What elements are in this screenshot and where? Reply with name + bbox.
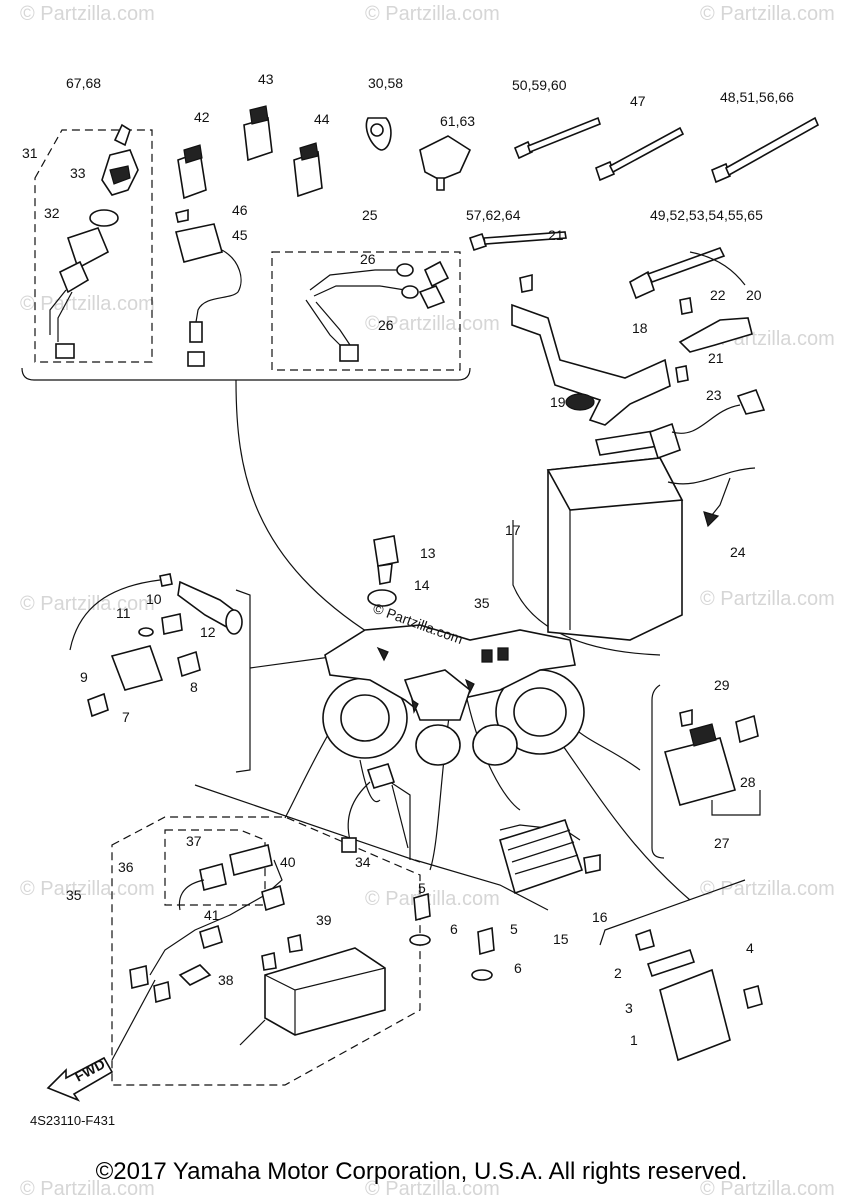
watermark: © Partzilla.com — [20, 593, 155, 615]
copyright-notice: ©2017 Yamaha Motor Corporation, U.S.A. A… — [95, 1158, 748, 1185]
part-number-label: 44 — [314, 111, 330, 127]
part-number-label: 35 — [474, 595, 490, 611]
watermark-layer: © Partzilla.com © Partzilla.com © Partzi… — [20, 3, 835, 1200]
part-number-label: 6 — [514, 960, 522, 976]
part-number-label: 21 — [548, 227, 564, 243]
part-number-label: 14 — [414, 577, 430, 593]
part-number-label: 32 — [44, 205, 60, 221]
watermark: © Partzilla.com — [365, 1178, 500, 1200]
wire-harness-35 — [129, 844, 386, 1046]
part-number-label: 49,52,53,54,55,65 — [650, 207, 763, 223]
neutral-switch — [367, 535, 399, 607]
part-number-label: 1 — [630, 1032, 638, 1048]
part-number-label: 31 — [22, 145, 38, 161]
part-number-label: 12 — [200, 624, 216, 640]
part-number-label: 26 — [378, 317, 394, 333]
part-number-label: 2 — [614, 965, 622, 981]
part-number-label: 23 — [706, 387, 722, 403]
part-number-label: 47 — [630, 93, 646, 109]
watermark: © Partzilla.com — [700, 1178, 835, 1200]
part-number-label: 15 — [553, 931, 569, 947]
part-number-label: 24 — [730, 544, 746, 560]
part-number-label: 20 — [746, 287, 762, 303]
part-number-label: 6 — [450, 921, 458, 937]
part-number-label: 5 — [510, 921, 518, 937]
part-number-label: 5 — [418, 880, 426, 896]
ignition-coil-assembly — [69, 573, 243, 718]
part-number-label: 61,63 — [440, 113, 475, 129]
part-number-label: 43 — [258, 71, 274, 87]
drawing-code: 4S23110-F431 — [30, 1113, 116, 1128]
group-outlines — [21, 129, 746, 1086]
part-number-label: 46 — [232, 202, 248, 218]
part-number-label: 4 — [746, 940, 754, 956]
part-number-label: 50,59,60 — [512, 77, 567, 93]
part-number-label: 29 — [714, 677, 730, 693]
part-number-label: 11 — [116, 605, 131, 621]
part-number-label: 33 — [70, 165, 86, 181]
part-number-label: 26 — [360, 251, 376, 267]
part-number-label: 9 — [80, 669, 88, 685]
watermark: © Partzilla.com — [700, 3, 835, 25]
starter-relay-assembly — [664, 708, 761, 816]
rectifier-assembly — [409, 819, 601, 981]
watermark: © Partzilla.com — [365, 888, 500, 910]
battery-bracket — [511, 273, 753, 426]
cable-ties-top — [513, 116, 820, 184]
part-number-label: 36 — [118, 859, 134, 875]
part-number-label: 8 — [190, 679, 198, 695]
watermark: © Partzilla.com — [20, 1178, 155, 1200]
watermark: © Partzilla.com — [20, 293, 155, 315]
clamp-assembly — [365, 117, 472, 191]
part-number-label: 34 — [355, 854, 371, 870]
relay-assembly — [175, 208, 242, 367]
part-number-label: 22 — [710, 287, 726, 303]
part-number-label: 13 — [420, 545, 436, 561]
battery-assembly — [546, 389, 766, 641]
sub-harness-25 — [305, 260, 450, 362]
main-switch-assembly — [49, 123, 139, 359]
atv-vehicle — [322, 624, 585, 766]
part-number-label: 3 — [625, 1000, 633, 1016]
cable-ties-mid — [468, 231, 746, 300]
cdi-unit-assembly — [635, 928, 763, 1062]
part-number-label: 19 — [550, 394, 566, 410]
part-number-label: 17 — [505, 522, 521, 538]
part-number-label: 42 — [194, 109, 210, 125]
part-number-label: 21 — [708, 350, 724, 366]
watermark: © Partzilla.com — [700, 588, 835, 610]
part-number-label: 25 — [362, 207, 378, 223]
watermark: © Partzilla.com — [20, 878, 155, 900]
watermark: © Partzilla.com — [20, 3, 155, 25]
part-number-label: 7 — [122, 709, 130, 725]
part-number-label: 18 — [632, 320, 648, 336]
part-number-label: 38 — [218, 972, 234, 988]
part-number-label: 57,62,64 — [466, 207, 521, 223]
watermark: © Partzilla.com — [365, 3, 500, 25]
part-number-label: 27 — [714, 835, 730, 851]
part-number-label: 48,51,56,66 — [720, 89, 794, 105]
fwd-arrow: FWD — [46, 1056, 114, 1102]
sensor-34 — [341, 763, 409, 853]
part-number-label: 16 — [592, 909, 608, 925]
part-number-label: 45 — [232, 227, 248, 243]
part-number-label: 37 — [186, 833, 202, 849]
connectors-group — [177, 105, 323, 200]
part-number-label: 28 — [740, 774, 756, 790]
part-number-label: 35 — [66, 887, 82, 903]
watermark: © Partzilla.com — [365, 313, 500, 335]
part-number-label: 40 — [280, 854, 296, 870]
part-number-label: 30,58 — [368, 75, 403, 91]
part-number-label: 39 — [316, 912, 332, 928]
part-number-label: 41 — [204, 907, 220, 923]
part-number-label: 10 — [146, 591, 162, 607]
part-number-label: 67,68 — [66, 75, 101, 91]
